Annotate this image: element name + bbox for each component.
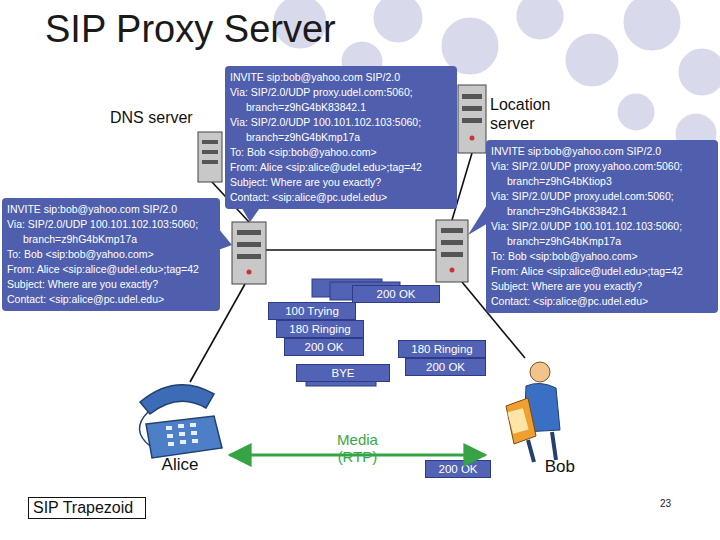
node-text: 200 OK bbox=[356, 286, 436, 302]
node-text: Contact: <sip:alice@pc.udel.edu> bbox=[491, 294, 713, 309]
node-text: From: Alice <sip:alice@udel.edu>;tag=42 bbox=[491, 264, 713, 279]
node-text: Via: SIP/2.0/UDP proxy.udel.com:5060; br… bbox=[230, 85, 452, 115]
node-text: SIP Trapezoid bbox=[33, 498, 141, 518]
node-text: BYE bbox=[300, 365, 386, 381]
node-text: Subject: Where are you exactly? bbox=[7, 277, 215, 292]
sip-message-callout: INVITE sip:bob@yahoo.com SIP/2.0Via: SIP… bbox=[225, 66, 457, 209]
user-icon bbox=[506, 362, 560, 462]
sip-request-box: BYE bbox=[296, 364, 390, 382]
node-text: To: Bob <sip:bob@yahoo.com> bbox=[230, 145, 452, 160]
server-node: DNS server bbox=[110, 108, 210, 127]
sip-response-box: 180 Ringing bbox=[276, 320, 364, 338]
caption-box: SIP Trapezoid bbox=[28, 497, 146, 519]
node-text: Subject: Where are you exactly? bbox=[230, 175, 452, 190]
page-number: 23 bbox=[660, 498, 671, 510]
node-text: Bob bbox=[545, 457, 575, 477]
node-text: Alice bbox=[162, 455, 199, 475]
sip-response-box: 200 OK bbox=[405, 358, 486, 376]
node-text: Via: SIP/2.0/UDP proxy.udel.com:5060; br… bbox=[491, 189, 713, 219]
node-text: From: Alice <sip:alice@udel.edu>;tag=42 bbox=[7, 262, 215, 277]
node-text: 200 OK bbox=[409, 359, 482, 375]
sip-response-box: 200 OK bbox=[352, 285, 440, 303]
node-text: Contact: <sip:alice@pc.udel.edu> bbox=[230, 190, 452, 205]
proxy-server-icon bbox=[232, 222, 266, 284]
node-text: 200 OK bbox=[288, 339, 360, 355]
node-text: Subject: Where are you exactly? bbox=[491, 279, 713, 294]
sip-message-callout: INVITE sip:bob@yahoo.com SIP/2.0Via: SIP… bbox=[2, 198, 220, 311]
node-text: 100 Trying bbox=[272, 303, 352, 319]
node-text: INVITE sip:bob@yahoo.com SIP/2.0 bbox=[7, 202, 215, 217]
node-text: Via: SIP/2.0/UDP 100.101.102.103:5060; b… bbox=[491, 219, 713, 249]
sip-response-box: 200 OK bbox=[425, 460, 491, 478]
sip-response-box: 100 Trying bbox=[268, 302, 356, 320]
sip-response-box: 200 OK bbox=[284, 338, 364, 356]
network-links bbox=[190, 153, 525, 382]
user-agent: Alice bbox=[130, 378, 230, 475]
node-text: Contact: <sip:alice@pc.udel.edu> bbox=[7, 292, 215, 307]
user-agent: Bob bbox=[485, 352, 575, 477]
node-text: From: Alice <sip:alice@udel.edu>;tag=42 bbox=[230, 160, 452, 175]
node-text: Via: SIP/2.0/UDP 100.101.102.103:5060; b… bbox=[7, 217, 215, 247]
node-text: To: Bob <sip:bob@yahoo.com> bbox=[7, 247, 215, 262]
phone-icon bbox=[139, 385, 222, 458]
node-text: To: Bob <sip:bob@yahoo.com> bbox=[491, 249, 713, 264]
proxy-server-icon bbox=[436, 220, 468, 282]
sip-message-callout: INVITE sip:bob@yahoo.com SIP/2.0Via: SIP… bbox=[486, 140, 718, 313]
slide-title: SIP Proxy Server bbox=[45, 6, 336, 52]
node-text: 200 OK bbox=[429, 461, 487, 477]
sip-response-box: 180 Ringing bbox=[398, 340, 486, 358]
node-text: INVITE sip:bob@yahoo.com SIP/2.0 bbox=[491, 144, 713, 159]
node-text: Location server bbox=[490, 95, 578, 133]
node-text: Via: SIP/2.0/UDP 100.101.102.103:5060; b… bbox=[230, 115, 452, 145]
edge-label: Media (RTP) bbox=[321, 431, 395, 465]
server-node: Location server bbox=[490, 95, 578, 133]
node-text: Via: SIP/2.0/UDP proxy.yahoo.com:5060; b… bbox=[491, 159, 713, 189]
server-icon bbox=[198, 132, 222, 182]
server-icon bbox=[458, 85, 486, 153]
node-text: 180 Ringing bbox=[402, 341, 482, 357]
node-text: DNS server bbox=[110, 108, 210, 127]
node-text: 180 Ringing bbox=[280, 321, 360, 337]
node-text: INVITE sip:bob@yahoo.com SIP/2.0 bbox=[230, 70, 452, 85]
